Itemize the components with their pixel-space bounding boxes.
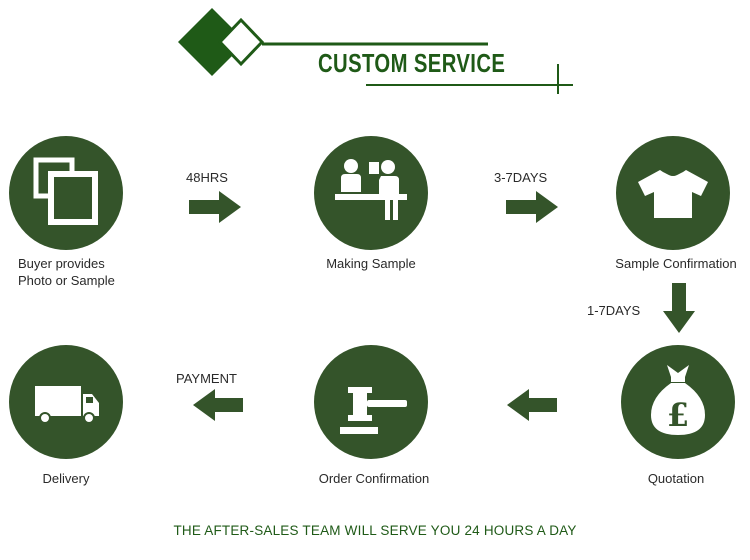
footer-text: THE AFTER-SALES TEAM WILL SERVE YOU 24 H… xyxy=(173,523,577,538)
page-title: CUSTOM SERVICE xyxy=(318,48,506,78)
step-delivery-label: Delivery xyxy=(42,471,90,486)
arrow-right-icon xyxy=(189,191,241,223)
step-confirmation-label: Sample Confirmation xyxy=(615,256,737,271)
arrow-left-icon xyxy=(507,389,557,421)
truck-icon xyxy=(35,386,99,424)
step-buyer-label: Buyer provides Photo or Sample xyxy=(18,255,115,289)
arrow-left-icon xyxy=(193,389,243,421)
arrow-payment-label: PAYMENT xyxy=(176,371,237,386)
svg-text:£: £ xyxy=(667,396,689,434)
tshirt-icon xyxy=(638,170,708,218)
arrow-down-icon xyxy=(663,283,695,333)
step-delivery-circle xyxy=(9,345,123,459)
photo-frames-icon xyxy=(33,157,98,225)
step-buyer-label-line2: Photo or Sample xyxy=(18,273,115,288)
header-diamond-solid xyxy=(178,8,246,76)
arrow-right-icon xyxy=(506,191,558,223)
step-order-label: Order Confirmation xyxy=(318,471,430,486)
step-confirmation-circle xyxy=(616,136,730,250)
arrow-3-7days-label: 3-7DAYS xyxy=(494,170,548,185)
step-buyer-label-line1: Buyer provides xyxy=(18,256,105,271)
step-buyer-circle xyxy=(9,136,123,250)
header-diamond-outline xyxy=(217,17,265,67)
gavel-icon xyxy=(340,387,407,434)
step-making-circle xyxy=(314,136,428,250)
arrow-48hrs-label: 48HRS xyxy=(186,170,228,185)
arrow-1-7days-label: 1-7DAYS xyxy=(587,303,641,318)
header-decoration xyxy=(178,8,573,94)
step-quotation-label: Quotation xyxy=(647,471,705,486)
step-order-circle xyxy=(314,345,428,459)
people-at-desk-icon xyxy=(335,159,407,220)
step-quotation-circle: £ xyxy=(621,345,735,459)
money-bag-pound-icon: £ xyxy=(651,365,705,435)
step-making-label: Making Sample xyxy=(326,256,416,271)
